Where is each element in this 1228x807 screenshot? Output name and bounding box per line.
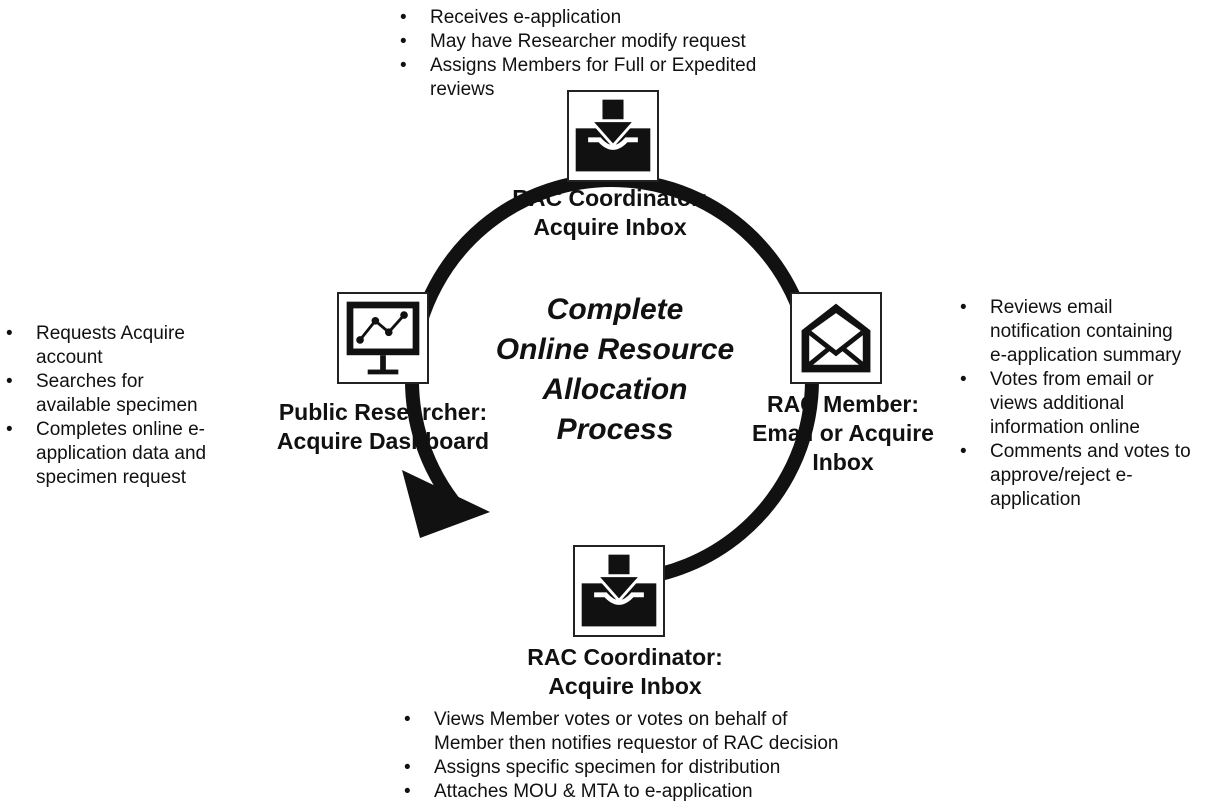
bottom-node-label: RAC Coordinator: Acquire Inbox (527, 644, 723, 699)
list-item: Assigns specific specimen for distributi… (404, 756, 924, 780)
inbox-download-icon (567, 90, 659, 182)
list-item: Views Member votes or votes on behalf of… (404, 708, 924, 756)
top-node-bullets: Receives e-application May have Research… (400, 6, 820, 102)
list-item: Completes online e-application data ands… (6, 418, 256, 490)
list-item: May have Researcher modify request (400, 30, 820, 54)
list-item: Attaches MOU & MTA to e-application (404, 780, 924, 804)
list-item: Assigns Members for Full or Expeditedrev… (400, 54, 820, 102)
left-node-label: Public Researcher: Acquire Dashboard (276, 399, 490, 454)
inbox-download-icon (573, 545, 665, 637)
cycle-arrowhead (402, 470, 490, 538)
right-node-label: RAC Member: Email or Acquire Inbox (752, 391, 934, 475)
top-node-label: RAC Coordinator: Acquire Inbox (512, 185, 708, 240)
diagram-title: Complete Online Resource Allocation Proc… (495, 293, 735, 446)
bottom-node-bullets: Views Member votes or votes on behalf of… (404, 708, 924, 804)
envelope-open-icon (790, 292, 882, 384)
list-item: Receives e-application (400, 6, 820, 30)
dashboard-chart-icon (337, 292, 429, 384)
